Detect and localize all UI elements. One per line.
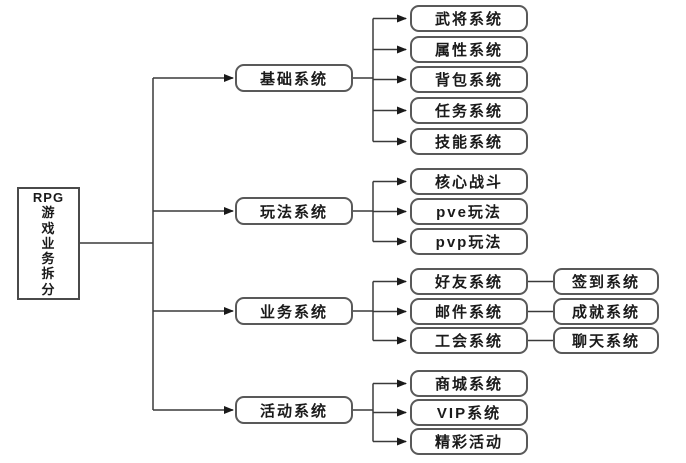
- branch-business-system: 业务系统: [235, 297, 353, 325]
- leaf-backpack-system: 背包系统: [410, 66, 528, 93]
- branch-gameplay-system: 玩法系统: [235, 197, 353, 225]
- branch-basic-system: 基础系统: [235, 64, 353, 92]
- leaf-vip-system: VIP系统: [410, 399, 528, 426]
- leaf-pve-gameplay: pve玩法: [410, 198, 528, 225]
- leaf-chat-system: 聊天系统: [553, 327, 659, 354]
- branch-activity-system: 活动系统: [235, 396, 353, 424]
- leaf-pvp-gameplay: pvp玩法: [410, 228, 528, 255]
- leaf-general-system: 武将系统: [410, 5, 528, 32]
- leaf-attribute-system: 属性系统: [410, 36, 528, 63]
- leaf-skill-system: 技能系统: [410, 128, 528, 155]
- leaf-checkin-system: 签到系统: [553, 268, 659, 295]
- leaf-friend-system: 好友系统: [410, 268, 528, 295]
- leaf-special-events: 精彩活动: [410, 428, 528, 455]
- root-node-rpg-business-breakdown: RPG 游 戏 业 务 拆 分: [17, 187, 80, 300]
- leaf-guild-system: 工会系统: [410, 327, 528, 354]
- leaf-quest-system: 任务系统: [410, 97, 528, 124]
- leaf-mail-system: 邮件系统: [410, 298, 528, 325]
- leaf-mall-system: 商城系统: [410, 370, 528, 397]
- leaf-core-combat: 核心战斗: [410, 168, 528, 195]
- leaf-achievement-system: 成就系统: [553, 298, 659, 325]
